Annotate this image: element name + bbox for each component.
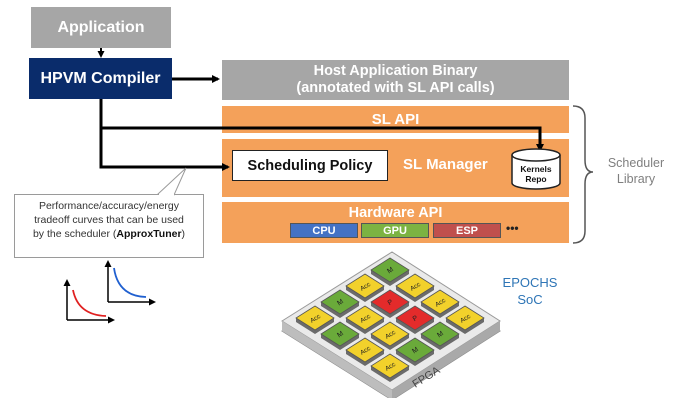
callout-line3-prefix: by the scheduler ( <box>32 228 117 240</box>
scheduler-library-brace <box>572 105 594 244</box>
kernels-repo-icon: Kernels Repo <box>511 148 561 190</box>
processor-tile-side <box>371 302 409 318</box>
accelerator-tile <box>395 273 435 299</box>
compiler-to-kernels-arrow <box>99 99 544 152</box>
host-binary-title: Host Application Binary <box>313 63 478 79</box>
epochs-line2: SoC <box>517 292 543 307</box>
memory-tile-label: M <box>386 266 395 275</box>
callout-line3: by the scheduler (ApproxTuner) <box>15 227 203 241</box>
scheduler-library-line2: Library <box>616 172 656 186</box>
callout-line1: Performance/accuracy/energy <box>38 200 180 212</box>
accelerator-tile-side <box>371 366 409 382</box>
processor-tile <box>370 289 410 315</box>
accelerator-tile-side <box>346 350 384 366</box>
cpu-chip: CPU <box>290 223 358 238</box>
memory-tile <box>370 257 410 283</box>
accelerator-tile <box>420 289 460 315</box>
memory-tile <box>320 321 360 347</box>
memory-tile-label: M <box>411 346 420 355</box>
epochs-line1: EPOCHS <box>502 275 558 290</box>
tradeoff-curve-plot-1 <box>63 279 115 324</box>
memory-tile-label: M <box>336 298 345 307</box>
callout-pointer <box>156 167 187 196</box>
tradeoff-curves-callout: Performance/accuracy/energy tradeoff cur… <box>14 194 204 258</box>
approxtuner-label: ApproxTuner <box>116 228 182 240</box>
accelerator-tile <box>345 273 385 299</box>
compiler-to-policy-arrow <box>99 128 230 171</box>
kernels-repo-line1: Kernels <box>520 164 551 174</box>
accelerator-tile-side <box>421 302 459 318</box>
gpu-chip: GPU <box>361 223 429 238</box>
accelerator-tile <box>370 353 410 379</box>
memory-tile-label: M <box>336 330 345 339</box>
accelerator-tile-side <box>346 286 384 302</box>
accelerator-tile-side <box>396 286 434 302</box>
memory-tile-side <box>321 302 359 318</box>
scheduling-policy-box: Scheduling Policy <box>232 150 388 181</box>
scheduler-library-line1: Scheduler <box>607 156 665 170</box>
processor-tile-label: P <box>412 314 420 323</box>
accelerator-tile <box>345 305 385 331</box>
sl-manager-label: SL Manager <box>403 156 488 173</box>
accelerator-tile <box>295 305 335 331</box>
accelerator-tile-side <box>346 318 384 334</box>
callout-line3-suffix: ) <box>181 228 186 240</box>
scheduler-library-label: Scheduler Library <box>596 155 676 187</box>
accelerator-tile-side <box>446 318 484 334</box>
memory-tile <box>420 321 460 347</box>
accelerator-tile <box>370 321 410 347</box>
host-application-binary-box: Host Application Binary (annotated with … <box>222 60 569 100</box>
processor-tile-label: P <box>387 298 395 307</box>
accelerator-tile-side <box>371 334 409 350</box>
memory-tile-label: M <box>436 330 445 339</box>
tradeoff-curve-plot-2 <box>104 260 156 306</box>
accelerator-tile-side <box>296 318 334 334</box>
hpvm-compiler-box: HPVM Compiler <box>29 58 172 99</box>
processor-tile <box>395 305 435 331</box>
memory-tile-side <box>396 350 434 366</box>
esp-chip: ESP <box>433 223 501 238</box>
application-box: Application <box>31 7 171 48</box>
memory-tile-side <box>371 270 409 286</box>
memory-tile <box>395 337 435 363</box>
memory-tile-side <box>421 334 459 350</box>
epochs-soc-label: EPOCHS SoC <box>495 274 565 308</box>
callout-line2: tradeoff curves that can be used <box>34 214 184 226</box>
accelerator-tile <box>445 305 485 331</box>
more-targets-ellipsis: ••• <box>506 221 519 235</box>
kernels-repo-line2: Repo <box>525 174 546 184</box>
processor-tile-side <box>396 318 434 334</box>
host-binary-subtitle: (annotated with SL API calls) <box>296 80 495 96</box>
hardware-api-label: Hardware API <box>348 205 443 221</box>
memory-tile <box>320 289 360 315</box>
accelerator-tile <box>345 337 385 363</box>
memory-tile-side <box>321 334 359 350</box>
